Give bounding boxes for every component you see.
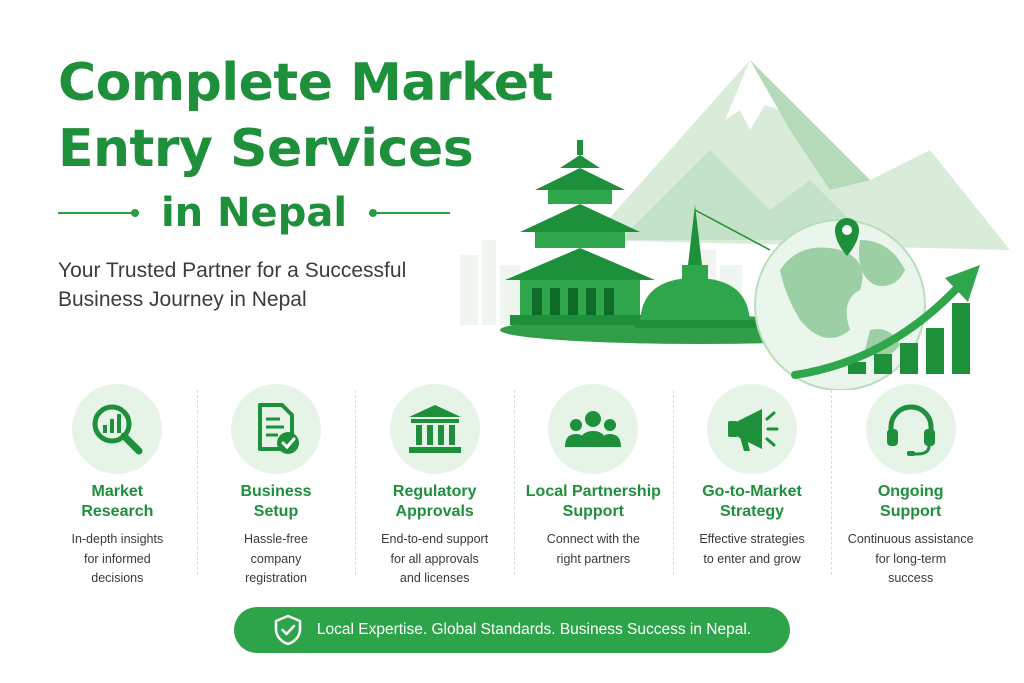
service-title: Go-to-Market Strategy [702, 482, 802, 522]
service-title-line: Local Partnership [525, 483, 661, 500]
shield-check-icon [274, 614, 302, 646]
services-row: Market Research In-depth insights for in… [38, 380, 990, 590]
service-desc-line: success [888, 571, 934, 585]
service-icon-circle [389, 384, 480, 474]
location-pin-icon [835, 218, 859, 256]
subtitle-divider-left [58, 209, 139, 217]
growth-bar-chart-icon [848, 303, 970, 374]
subtitle-divider-right [369, 209, 450, 217]
megaphone-icon [728, 409, 779, 451]
stupa-icon [635, 205, 771, 328]
service-desc-line: Effective strategies [699, 532, 805, 546]
service-ongoing-support: Ongoing Support Continuous assistance fo… [831, 380, 990, 590]
service-desc-line: for long-term [875, 551, 947, 566]
service-description: Continuous assistance for long-term succ… [848, 530, 974, 589]
service-business-setup: Business Setup Hassle-free company regis… [196, 380, 356, 590]
service-regulatory-approvals: Regulatory Approvals End-to-end support … [355, 380, 514, 590]
service-go-to-market: Go-to-Market Strategy Effective strategi… [672, 380, 832, 590]
headset-icon [886, 404, 935, 456]
main-title: Complete Market Entry Services [58, 50, 553, 182]
service-description: End-to-end support for all approvals and… [381, 530, 488, 589]
service-title-line: Regulatory [392, 483, 477, 500]
service-title-line: Support [880, 503, 942, 520]
tagline-banner: Local Expertise. Global Standards. Busin… [234, 607, 790, 653]
tagline-line: Your Trusted Partner for a Successful [58, 259, 407, 282]
service-title-line: Strategy [720, 503, 785, 520]
service-title: Business Setup [240, 482, 311, 522]
banner-text: Local Expertise. Global Standards. Busin… [316, 621, 752, 638]
service-title: Market Research [81, 482, 153, 522]
service-description: In-depth insights for informed decisions [71, 530, 163, 589]
service-desc-line: for informed [83, 551, 151, 566]
service-description: Hassle-free company registration [244, 530, 308, 589]
growth-arrow-icon [791, 265, 980, 379]
service-desc-line: and licenses [399, 571, 470, 585]
service-title-line: Approvals [395, 503, 474, 520]
service-icon-circle [707, 384, 798, 474]
service-description: Connect with the right partners [547, 530, 640, 569]
service-title-line: Market [91, 483, 144, 500]
pagoda-temple-icon [505, 140, 655, 325]
service-desc-line: company [250, 551, 302, 566]
service-title: Regulatory Approvals [393, 482, 477, 522]
subtitle-row: in Nepal [58, 186, 450, 240]
service-desc-line: Hassle-free [244, 532, 308, 546]
service-desc-line: for all approvals [390, 551, 479, 566]
service-local-partnership: Local Partnership Support Connect with t… [514, 380, 673, 590]
service-desc-line: Connect with the [546, 532, 640, 546]
service-title-line: Ongoing [877, 483, 944, 500]
service-icon-circle [548, 384, 639, 474]
tagline-line: Business Journey in Nepal [58, 288, 307, 311]
service-title: Local Partnership Support [526, 482, 661, 522]
title-line: Complete Market [58, 53, 553, 113]
service-desc-line: End-to-end support [381, 532, 489, 546]
nepal-hero-illustration [460, 60, 1010, 390]
service-icon-circle [72, 384, 163, 474]
government-building-icon [408, 405, 461, 453]
subtitle: in Nepal [160, 190, 348, 236]
people-group-icon [565, 411, 622, 447]
service-desc-line: right partners [556, 551, 631, 566]
service-title: Ongoing Support [878, 482, 944, 522]
mountains [590, 60, 1010, 250]
document-check-icon [258, 403, 299, 454]
service-icon-circle [231, 384, 321, 474]
magnifier-chart-icon [92, 404, 143, 455]
service-title-line: Business [240, 483, 312, 500]
service-desc-line: to enter and grow [703, 551, 801, 566]
service-desc-line: Continuous assistance [847, 532, 974, 546]
tagline: Your Trusted Partner for a Successful Bu… [58, 256, 406, 314]
service-market-research: Market Research In-depth insights for in… [38, 380, 197, 590]
service-desc-line: In-depth insights [71, 532, 164, 546]
service-title-line: Support [562, 503, 624, 520]
service-desc-line: decisions [91, 571, 144, 585]
service-description: Effective strategies to enter and grow [699, 530, 804, 569]
service-title-line: Setup [253, 503, 299, 520]
title-line: Entry Services [58, 119, 474, 179]
service-title-line: Go-to-Market [702, 483, 802, 500]
service-title-line: Research [81, 503, 154, 520]
service-icon-circle [865, 384, 956, 474]
service-desc-line: registration [245, 571, 307, 585]
